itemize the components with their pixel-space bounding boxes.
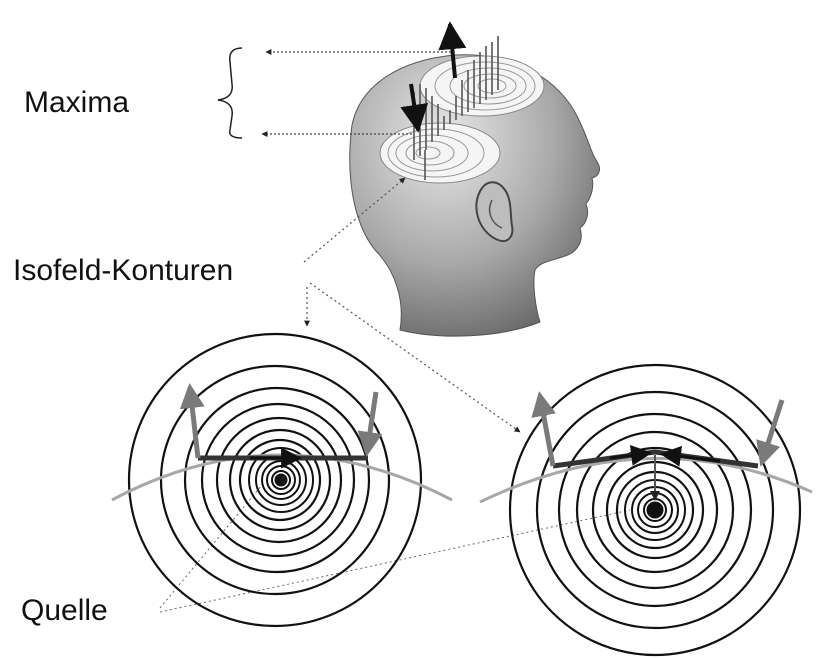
right-incoming-vector: [762, 400, 782, 462]
head-illustration: [350, 24, 600, 336]
right-source-dot: [647, 502, 663, 518]
right-outgoing-vector: [540, 396, 553, 466]
left-incoming-vector: [367, 392, 376, 452]
isofield-contours-label: Isofeld-Konturen: [13, 254, 233, 287]
maxima-brace: [218, 48, 242, 138]
lower-field-contours: [380, 123, 500, 183]
source-label: Quelle: [21, 594, 108, 627]
right-isofield-plot: [480, 365, 812, 655]
left-isofield-plot: [112, 334, 452, 626]
left-source-dot: [275, 474, 287, 486]
maxima-label: Maxima: [24, 86, 129, 119]
